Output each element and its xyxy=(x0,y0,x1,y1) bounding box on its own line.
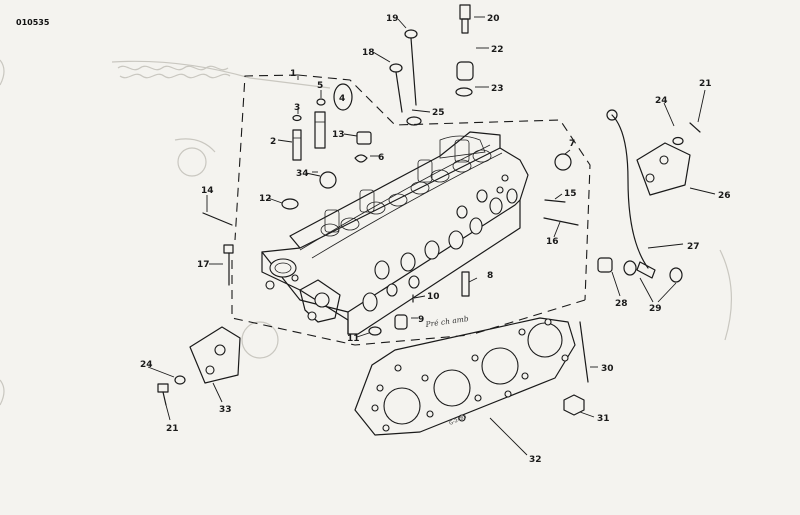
assembly-dashed-outline xyxy=(231,74,591,346)
callout-34: 34 xyxy=(296,169,309,179)
callout-1: 1 xyxy=(290,69,296,79)
callout-12: 12 xyxy=(259,194,272,204)
callout-31: 31 xyxy=(597,414,610,424)
callout-11: 11 xyxy=(347,334,360,344)
callout-3: 3 xyxy=(294,103,300,113)
callout-2: 2 xyxy=(270,137,276,147)
callout-4: 4 xyxy=(339,94,345,104)
callout-27: 27 xyxy=(687,242,700,252)
callout-17: 17 xyxy=(197,260,210,270)
callout-25: 25 xyxy=(432,108,445,118)
callout-18: 18 xyxy=(362,48,375,58)
callout-13: 13 xyxy=(332,130,345,140)
callout-10: 10 xyxy=(427,292,440,302)
callout-8: 8 xyxy=(487,271,493,281)
gasket-part-stamp: G-2483 xyxy=(448,414,467,427)
callout-22: 22 xyxy=(491,45,504,55)
cylinder-head xyxy=(261,131,529,335)
callout-15: 15 xyxy=(564,189,577,199)
callout-33: 33 xyxy=(219,405,232,415)
callout-26: 26 xyxy=(718,191,731,201)
callout-29: 29 xyxy=(649,304,662,314)
callout-20: 20 xyxy=(487,14,500,24)
callout-16: 16 xyxy=(546,237,559,247)
callout-7: 7 xyxy=(569,139,575,149)
head-gasket xyxy=(354,317,576,436)
cylinder-head-small-parts xyxy=(157,4,701,416)
callout-32: 32 xyxy=(529,455,542,465)
callout-5: 5 xyxy=(317,81,323,91)
callout-24-top: 24 xyxy=(655,96,668,106)
handwritten-prechamber-note: Pré ch amb xyxy=(424,314,469,329)
callout-28: 28 xyxy=(615,299,628,309)
callout-9: 9 xyxy=(418,315,424,325)
callout-23: 23 xyxy=(491,84,504,94)
bleed-through-camshaft xyxy=(0,59,732,406)
callout-30: 30 xyxy=(601,364,614,374)
callout-numbers: 1 2 3 4 5 6 7 8 9 10 11 12 13 14 15 16 1… xyxy=(140,14,731,465)
callout-leaders xyxy=(147,16,716,456)
callout-6: 6 xyxy=(378,153,384,163)
callout-14: 14 xyxy=(201,186,214,196)
callout-24-bottom: 24 xyxy=(140,360,153,370)
callout-21-top: 21 xyxy=(699,79,712,89)
callout-21-bottom: 21 xyxy=(166,424,179,434)
document-number: 010535 xyxy=(16,18,50,27)
callout-19: 19 xyxy=(386,14,399,24)
